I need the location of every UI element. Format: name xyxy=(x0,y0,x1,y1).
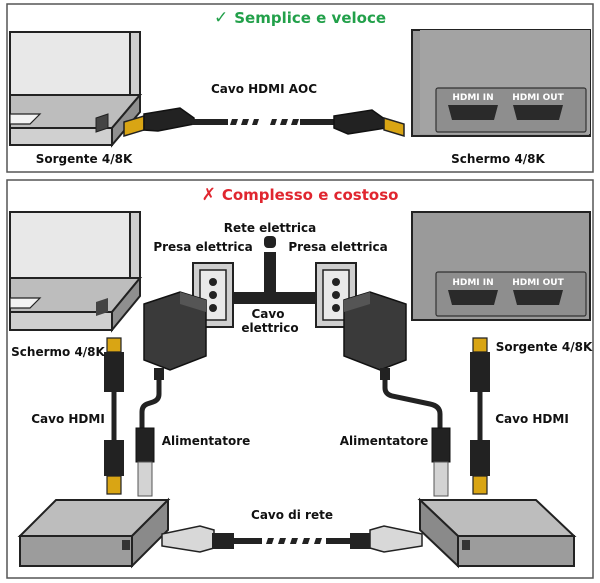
top-panel: ✓Semplice e veloce Cavo HD xyxy=(6,3,594,173)
cross-icon: ✗ xyxy=(202,185,216,205)
screen-device: HDMI IN HDMI OUT xyxy=(411,29,591,137)
bottom-port-out-label: HDMI OUT xyxy=(512,278,564,288)
psu-right-label: Alimentatore xyxy=(340,434,429,448)
port-out-label: HDMI OUT xyxy=(512,93,564,103)
aoc-cable xyxy=(123,107,405,138)
hdmi-cable-right xyxy=(470,337,490,495)
psu-left-label: Alimentatore xyxy=(162,434,251,448)
outlet-right-label: Presa elettrica xyxy=(288,240,387,254)
power-cable-bar xyxy=(232,292,318,304)
left-device-label: Schermo 4/8K xyxy=(11,345,105,359)
rj45-plug-right xyxy=(369,525,423,553)
hdmi-cable-left xyxy=(104,337,124,495)
power-cable-label-2: elettrico xyxy=(241,321,298,335)
bottom-port-in-label: HDMI IN xyxy=(452,278,493,288)
screen-label: Schermo 4/8K xyxy=(451,152,545,166)
aoc-cable-label: Cavo HDMI AOC xyxy=(211,82,317,96)
power-grid xyxy=(232,236,318,304)
source-label: Sorgente 4/8K xyxy=(36,152,133,166)
right-device-label: Sorgente 4/8K xyxy=(496,340,593,354)
left-laptop xyxy=(9,211,143,333)
right-monitor: HDMI IN HDMI OUT xyxy=(411,211,591,321)
top-title: ✓Semplice e veloce xyxy=(214,8,386,28)
hdmi-in-port xyxy=(448,105,498,120)
extender-left xyxy=(17,497,171,569)
source-laptop xyxy=(9,31,143,148)
hdmi-plug-gold-right xyxy=(383,116,405,138)
outlet-left-label: Presa elettrica xyxy=(153,240,252,254)
check-icon: ✓ xyxy=(214,8,228,28)
bottom-panel: ✗Complesso e costoso HDMI IN HDMI OUT xyxy=(6,179,594,579)
network-cable-label: Cavo di rete xyxy=(251,508,333,522)
bottom-title: ✗Complesso e costoso xyxy=(202,185,399,205)
network-cable xyxy=(161,525,423,553)
psu-left xyxy=(135,291,207,497)
psu-right xyxy=(343,291,451,497)
port-in-label: HDMI IN xyxy=(452,93,493,103)
hdmi-out-port xyxy=(513,105,563,120)
power-cable-label-1: Cavo xyxy=(252,307,285,321)
mains-label: Rete elettrica xyxy=(224,221,317,235)
extender-right xyxy=(417,497,577,569)
hdmi-right-label: Cavo HDMI xyxy=(495,412,569,426)
hdmi-left-label: Cavo HDMI xyxy=(31,412,105,426)
